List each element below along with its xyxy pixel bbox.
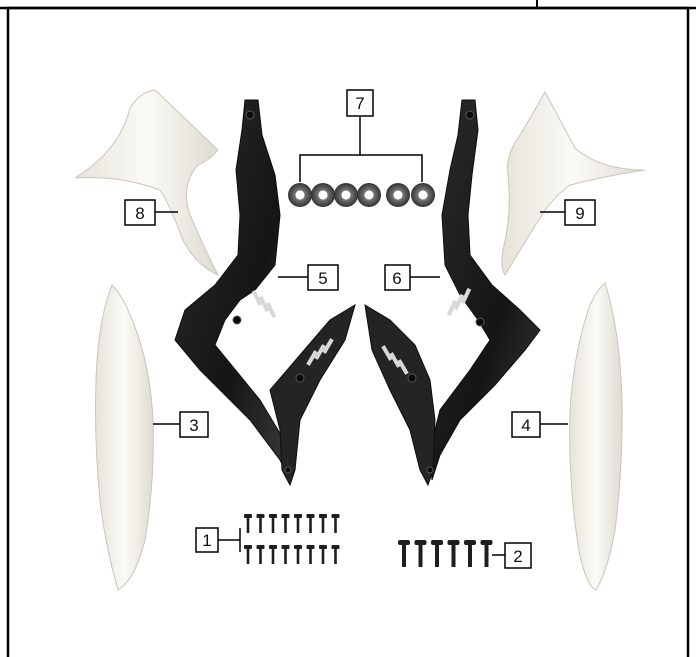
svg-text:2: 2	[513, 547, 522, 566]
callout-4: 4	[512, 412, 540, 437]
screw	[269, 545, 277, 564]
screw	[332, 514, 340, 533]
svg-text:1: 1	[202, 531, 211, 550]
part-9-upper-right-panel	[502, 92, 645, 275]
callout-7: 7	[347, 90, 373, 116]
screw	[307, 514, 315, 533]
screw	[257, 514, 265, 533]
svg-text:7: 7	[355, 94, 364, 113]
callout-9: 9	[565, 200, 595, 225]
screw	[269, 514, 277, 533]
bolt	[448, 540, 460, 567]
callout-3: 3	[180, 412, 208, 437]
screw	[282, 514, 290, 533]
screw	[319, 545, 327, 564]
part-2-bolts	[398, 540, 493, 567]
screw	[244, 545, 252, 564]
svg-text:9: 9	[575, 204, 584, 223]
bolt	[481, 540, 493, 567]
bolt	[431, 540, 443, 567]
svg-text:4: 4	[521, 416, 530, 435]
bolt	[398, 540, 410, 567]
part-7-washers	[288, 183, 435, 207]
screw	[332, 545, 340, 564]
callout-5: 5	[308, 265, 338, 290]
bolt	[415, 540, 427, 567]
part-4-lower-right-panel	[570, 283, 622, 590]
part-8-upper-left-panel	[75, 90, 218, 275]
screw	[307, 545, 315, 564]
screw	[244, 514, 252, 533]
callout-6: 6	[385, 265, 410, 290]
screw	[319, 514, 327, 533]
screw	[282, 545, 290, 564]
callout-2: 2	[505, 543, 531, 568]
screw	[257, 545, 265, 564]
svg-text:6: 6	[392, 269, 401, 288]
part-3-lower-left-panel	[96, 285, 154, 590]
bolt	[464, 540, 476, 567]
svg-text:8: 8	[135, 204, 144, 223]
screw	[294, 545, 302, 564]
svg-text:5: 5	[318, 269, 327, 288]
callout-1: 1	[196, 528, 218, 552]
svg-text:3: 3	[189, 416, 198, 435]
callout-8: 8	[125, 200, 155, 225]
screw	[294, 514, 302, 533]
part-1-screw-group	[244, 514, 340, 564]
